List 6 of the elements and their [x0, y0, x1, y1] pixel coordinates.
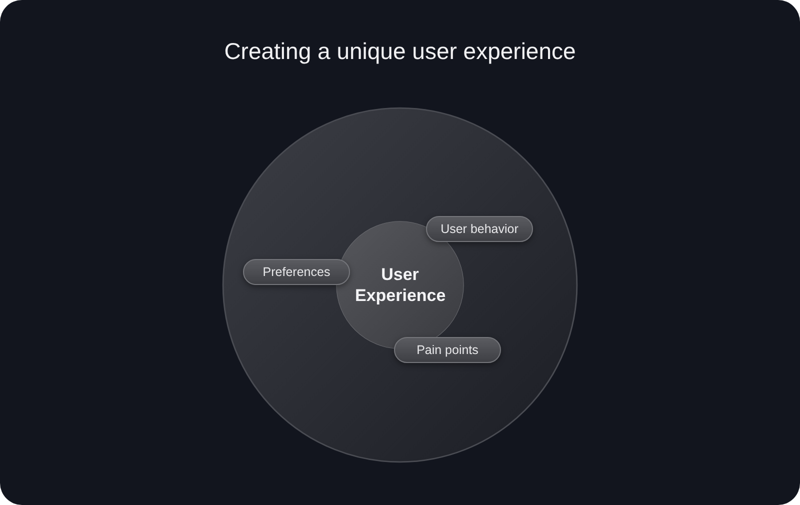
topic-tag: User behavior [426, 216, 533, 242]
topic-tag: Preferences [243, 259, 350, 285]
outer-circle [222, 107, 578, 463]
title: Creating a unique user experience [223, 38, 577, 65]
center-label: User Experience [355, 264, 445, 306]
topic-tag: Pain points [394, 337, 501, 363]
